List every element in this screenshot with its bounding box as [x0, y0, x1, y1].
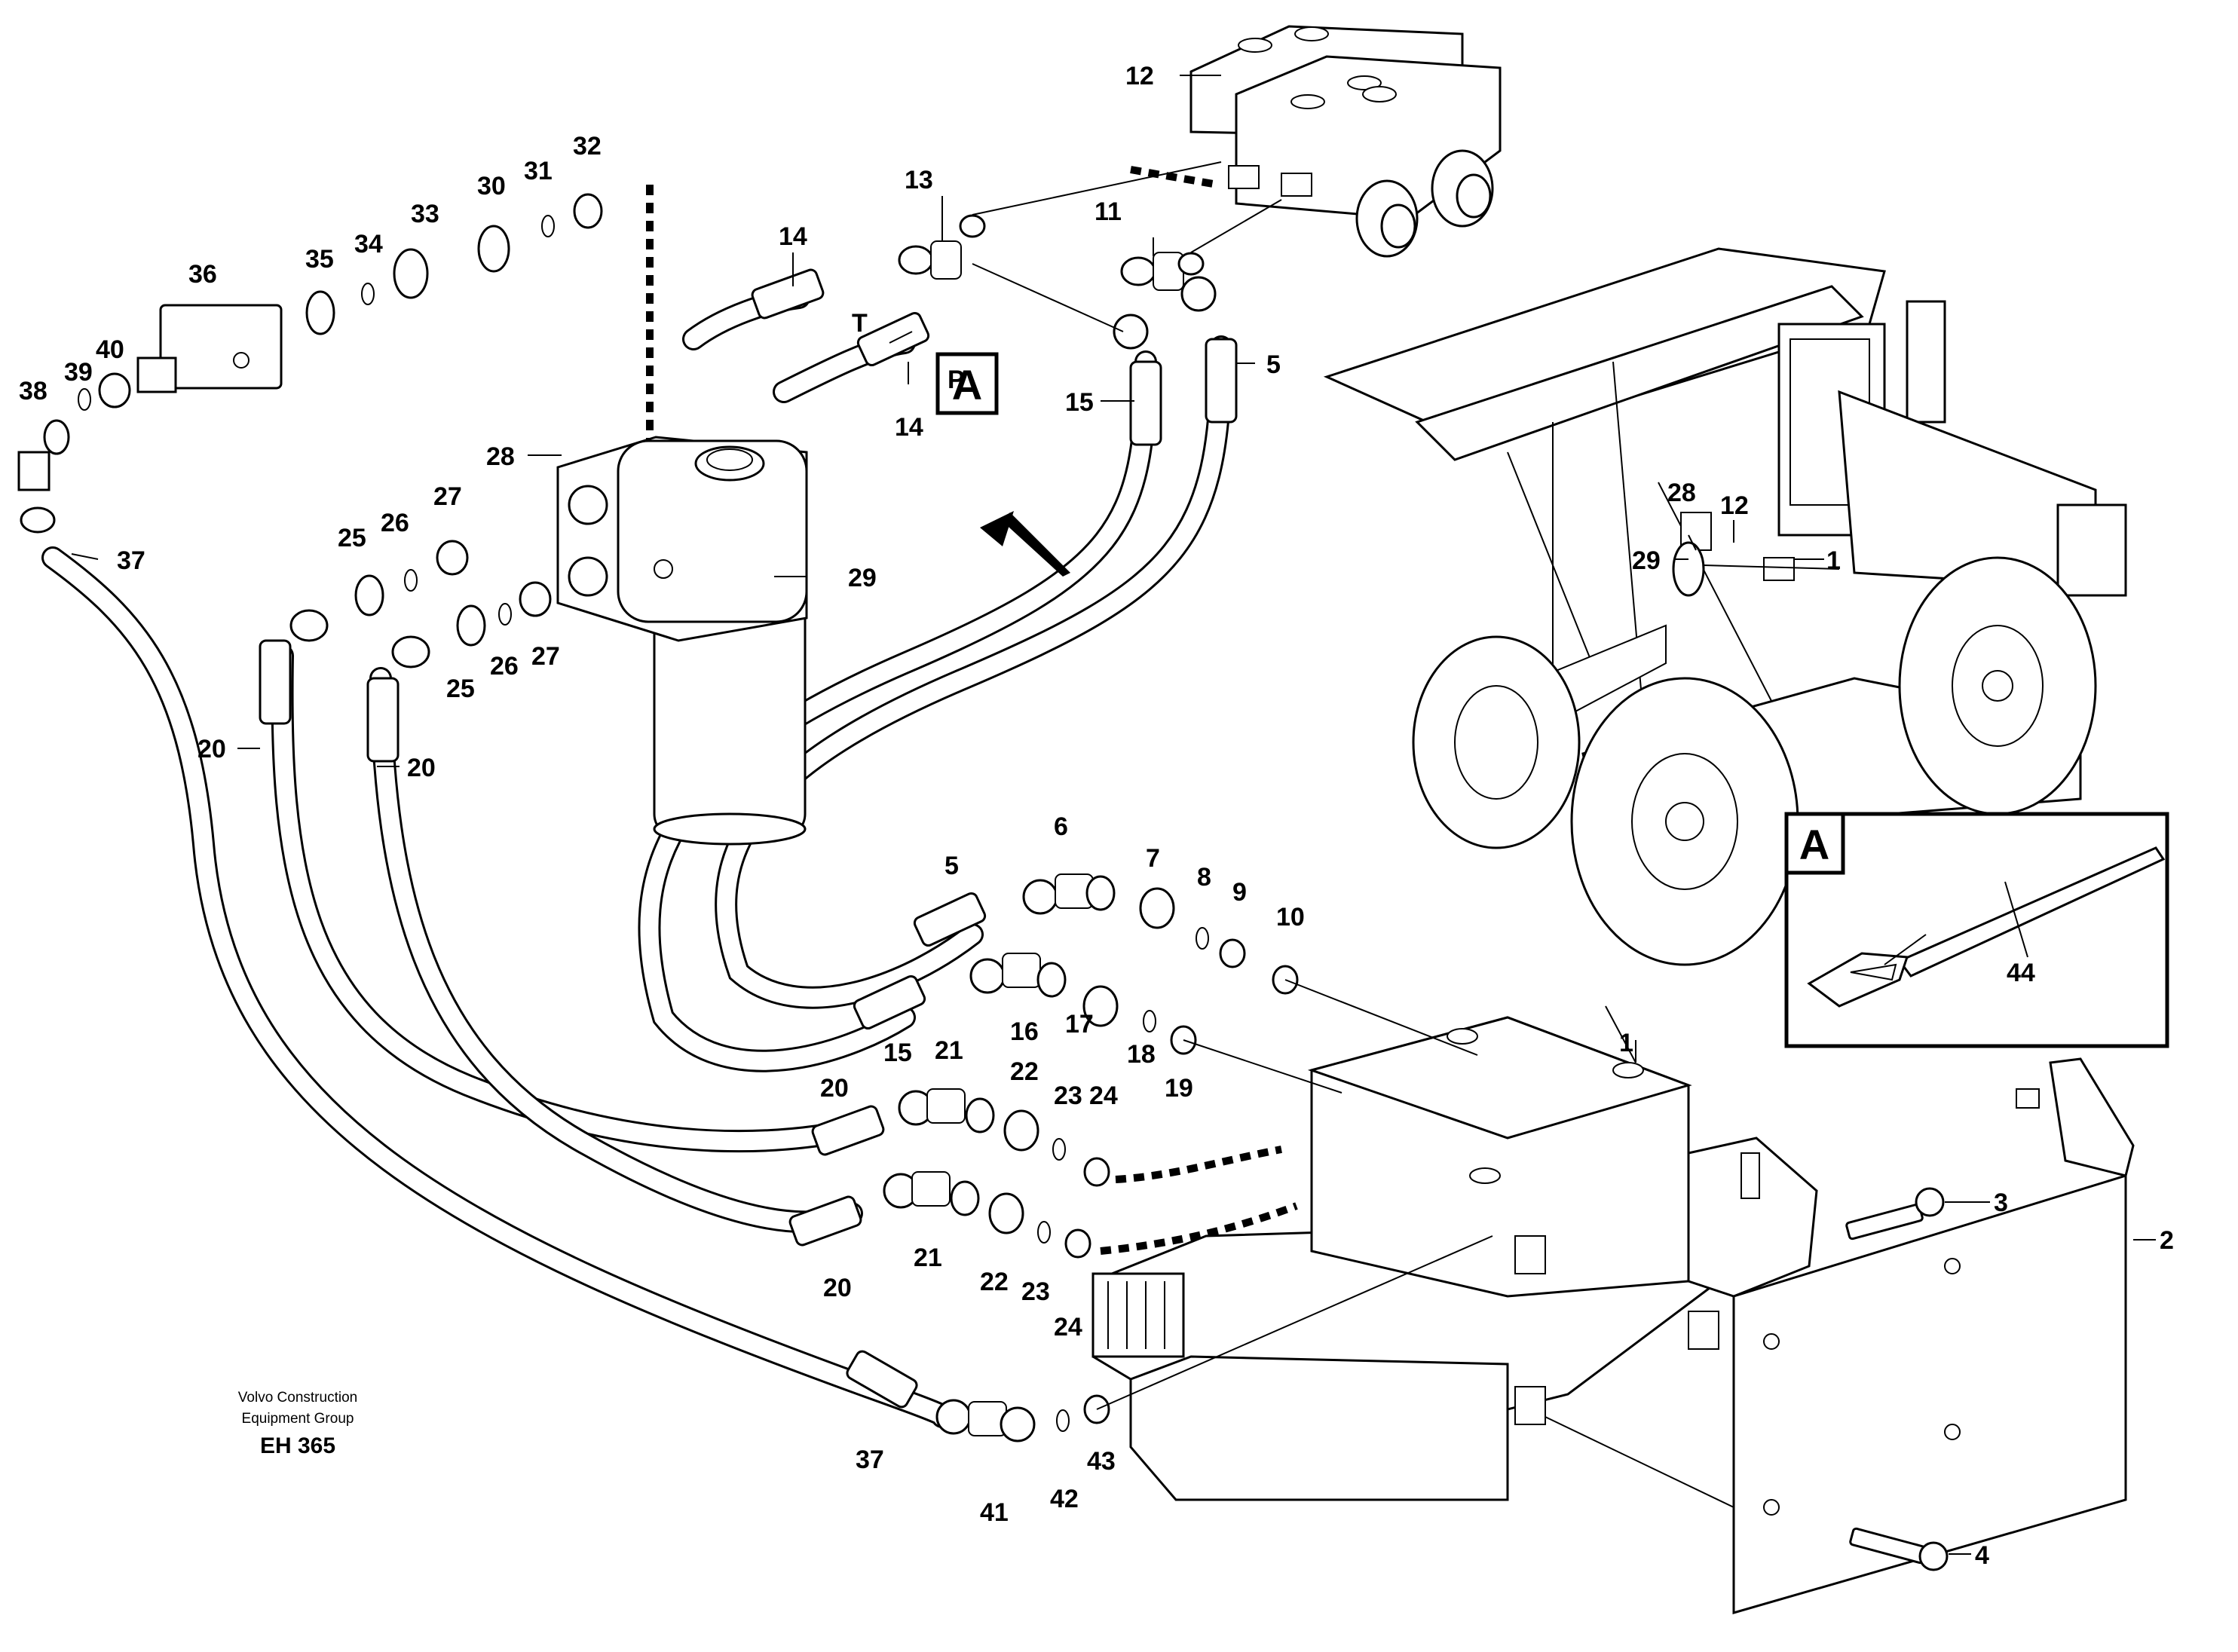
label-14: 14 [779, 222, 807, 251]
label-20b: 20 [407, 754, 436, 782]
label-2: 2 [2160, 1226, 2174, 1255]
valve-block-12 [1189, 25, 1502, 258]
label-6: 6 [1054, 812, 1068, 841]
label-8: 8 [1197, 863, 1211, 892]
callout-box-a: A [935, 352, 999, 415]
fittings [17, 193, 1949, 1571]
leader-lines [71, 75, 2156, 1555]
label-38: 38 [19, 377, 47, 405]
port-label-p: P [948, 366, 965, 394]
label-3: 3 [1994, 1189, 2008, 1217]
label-29b: 29 [1632, 546, 1661, 575]
label-5: 5 [1266, 350, 1281, 379]
footer-credit: Volvo Construction Equipment Group EH 36… [238, 1390, 357, 1458]
label-27b: 27 [531, 642, 560, 671]
label-15: 15 [1065, 388, 1094, 417]
label-37b: 37 [856, 1446, 884, 1474]
label-26b: 26 [490, 652, 519, 681]
wheel-loader-illustration [1323, 247, 2127, 966]
mounting-plate-2 [1732, 1057, 2135, 1614]
label-26: 26 [381, 509, 409, 537]
label-20: 20 [197, 735, 226, 763]
label-5b: 5 [944, 852, 959, 880]
label-21b: 21 [914, 1244, 942, 1272]
label-22b: 22 [980, 1268, 1009, 1296]
label-22: 22 [1010, 1057, 1039, 1086]
label-12: 12 [1125, 62, 1154, 90]
label-21: 21 [935, 1036, 963, 1065]
port-label-t: T [852, 309, 868, 338]
label-27: 27 [433, 482, 462, 511]
inset-letter: A [1799, 821, 1829, 868]
label-10: 10 [1276, 903, 1305, 932]
label-25: 25 [338, 524, 366, 552]
label-15b: 15 [883, 1039, 912, 1067]
callout-letter: A [952, 361, 982, 408]
callout-a-pointer [980, 511, 1070, 577]
label-34: 34 [354, 230, 383, 259]
label-29: 29 [848, 564, 877, 592]
label-23b: 23 [1021, 1277, 1050, 1306]
label-13: 13 [905, 166, 933, 194]
label-39: 39 [64, 358, 93, 387]
label-9: 9 [1232, 878, 1247, 907]
label-44: 44 [2007, 959, 2035, 987]
label-14b: 14 [895, 413, 923, 442]
label-11: 11 [1095, 197, 1122, 226]
label-42: 42 [1050, 1485, 1079, 1513]
label-43: 43 [1087, 1447, 1116, 1476]
label-40: 40 [96, 335, 124, 364]
dashed-routing [646, 166, 1298, 1255]
label-1b: 1 [1826, 546, 1841, 575]
label-12b: 12 [1720, 491, 1749, 520]
label-28: 28 [486, 442, 515, 471]
label-25b: 25 [446, 675, 475, 703]
label-20d: 20 [823, 1274, 852, 1302]
label-24b: 24 [1054, 1313, 1082, 1341]
label-32: 32 [573, 132, 602, 161]
label-41: 41 [980, 1498, 1009, 1527]
label-19: 19 [1165, 1074, 1193, 1103]
label-28b: 28 [1667, 479, 1696, 507]
company-line-1: Volvo Construction [238, 1390, 357, 1406]
company-line-2: Equipment Group [242, 1411, 354, 1427]
filter-29 [556, 436, 808, 846]
detail-inset-a [1784, 812, 2169, 1048]
label-23: 23 [1054, 1081, 1082, 1110]
label-7: 7 [1146, 844, 1160, 873]
label-20c: 20 [820, 1074, 849, 1103]
label-17: 17 [1065, 1010, 1094, 1039]
label-16: 16 [1010, 1017, 1039, 1046]
label-4: 4 [1975, 1541, 1989, 1570]
part-number-labels: 12 32 31 30 13 11 33 14 35 34 36 T 5 39 … [19, 62, 2174, 1570]
label-30: 30 [477, 172, 506, 200]
label-33: 33 [411, 200, 439, 228]
label-31: 31 [524, 157, 553, 185]
drawing-code: EH 365 [260, 1433, 335, 1458]
label-1: 1 [1619, 1029, 1633, 1057]
main-valve-1 [1091, 1016, 1818, 1501]
label-37: 37 [117, 546, 145, 575]
label-24: 24 [1089, 1081, 1118, 1110]
label-36: 36 [188, 260, 217, 289]
label-18: 18 [1127, 1040, 1156, 1069]
label-35: 35 [305, 245, 334, 274]
